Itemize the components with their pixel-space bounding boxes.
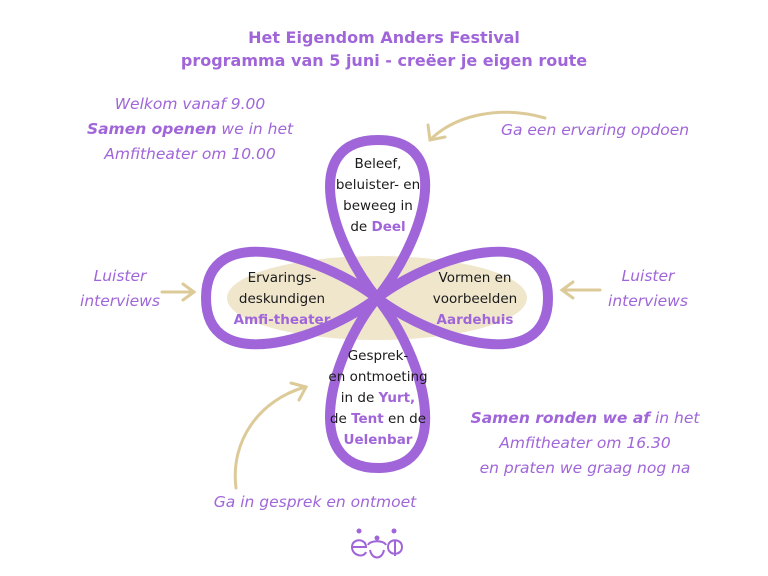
closing-line-1: Samen ronden we af in het	[460, 406, 710, 431]
lobe-top-line-2: beluister- en	[335, 177, 421, 193]
location-tent: Tent	[351, 411, 384, 427]
lobe-right-line-2: voorbeelden	[432, 291, 518, 307]
listen-left-line-1: Luister	[93, 267, 147, 285]
arrow-left-icon	[160, 282, 197, 302]
title-line-2: programma van 5 juni - creëer je eigen r…	[180, 51, 588, 70]
lobe-right-text: Vormen en voorbeelden Aardehuis	[415, 268, 535, 331]
lobe-top-line-1: Beleef,	[354, 156, 402, 172]
closing-bold: Samen ronden we af	[470, 409, 651, 427]
lobe-left-outline	[201, 246, 382, 350]
location-deel: Deel	[371, 219, 406, 235]
lobe-top-line-3: beweeg in	[343, 198, 413, 214]
location-aardehuis: Aardehuis	[436, 312, 514, 328]
location-uelenbar: Uelenbar	[343, 432, 413, 448]
welcome-line-2: Samen openen we in het	[70, 117, 310, 142]
festival-logo	[350, 528, 404, 559]
lobe-bottom-post-4: en de	[383, 411, 427, 427]
lobe-bottom-pre-3: in de	[340, 390, 379, 406]
lobe-right-line-1: Vormen en	[438, 270, 512, 286]
lobe-bottom-line-3: in de Yurt,	[318, 388, 438, 409]
closing-line-2: Amfitheater om 16.30	[499, 434, 671, 452]
lobe-top-text: Beleef, beluister- en beweeg in de Deel	[318, 154, 438, 238]
location-amfitheater: Amfi-theater	[233, 312, 331, 328]
lobe-left-text: Ervarings- deskundigen Amfi-theater	[222, 268, 342, 331]
lobe-top-outline	[325, 135, 431, 303]
lobe-left-line-1: Ervarings-	[247, 270, 317, 286]
listen-left-note: Luister interviews	[70, 264, 170, 314]
closing-line-3: en praten we graag nog na	[479, 459, 691, 477]
welcome-rest: we in het	[216, 120, 294, 138]
lobe-top-pre: de	[350, 219, 372, 235]
conversation-note: Ga in gesprek en ontmoet	[213, 493, 417, 511]
location-yurt: Yurt,	[378, 390, 416, 406]
lobe-bottom-outline	[325, 293, 431, 473]
welcome-line-3: Amfitheater om 10.00	[104, 145, 276, 163]
experience-note: Ga een ervaring opdoen	[500, 121, 690, 139]
lobe-top-line-4: de Deel	[318, 217, 438, 238]
lobe-bottom-pre-4: de	[329, 411, 352, 427]
arrow-right-icon	[559, 280, 602, 300]
lobe-bottom-text: Gesprek- en ontmoeting in de Yurt, de Te…	[318, 346, 438, 451]
arrow-top-right-icon	[426, 110, 547, 142]
title-line-1: Het Eigendom Anders Festival	[248, 28, 520, 47]
lobe-right-outline	[372, 246, 553, 350]
welcome-note: Welkom vanaf 9.00 Samen openen we in het…	[70, 92, 310, 167]
listen-right-line-1: Luister	[621, 267, 675, 285]
welcome-bold: Samen openen	[86, 120, 217, 138]
lobe-bottom-line-2: en ontmoeting	[328, 369, 428, 385]
lobe-bottom-line-1: Gesprek-	[347, 348, 409, 364]
listen-left-line-2: interviews	[80, 292, 160, 310]
lobe-left-line-2: deskundigen	[238, 291, 326, 307]
listen-right-note: Luister interviews	[598, 264, 698, 314]
lobe-bottom-line-4: de Tent en de	[318, 409, 438, 430]
closing-rest: in het	[650, 409, 700, 427]
arrow-bottom-left-icon	[233, 381, 309, 490]
listen-right-line-2: interviews	[608, 292, 688, 310]
welcome-line-1: Welkom vanaf 9.00	[114, 95, 266, 113]
closing-note: Samen ronden we af in het Amfitheater om…	[460, 406, 710, 481]
